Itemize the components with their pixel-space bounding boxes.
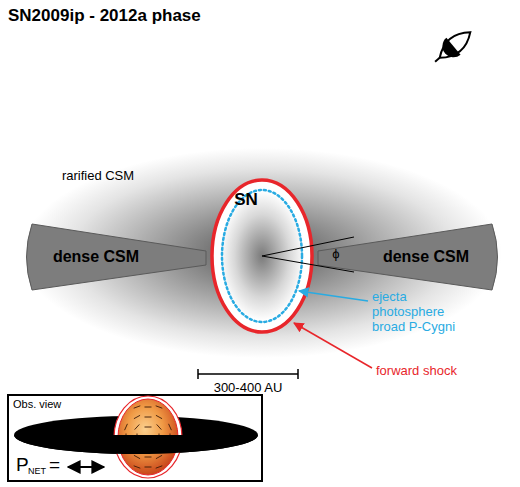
- drawing-part: [145, 417, 152, 418]
- observer-eye: [428, 24, 477, 70]
- observer-view-inset: Obs. view: [8, 395, 262, 481]
- drawing-part: [212, 180, 312, 332]
- drawing-part: [134, 415, 140, 418]
- photosphere-pointer: [299, 291, 368, 301]
- drawing-part: [145, 457, 152, 458]
- angle-symbol: ϕ: [332, 247, 339, 262]
- drawing-part: [156, 466, 163, 468]
- drawing-part: [169, 424, 172, 430]
- drawing-part: [156, 406, 163, 408]
- node-label: SN: [234, 190, 258, 210]
- drawing-part: [156, 455, 162, 458]
- polarization-arrow: [68, 466, 104, 468]
- scale-label: 300-400 AU: [214, 381, 283, 396]
- drawing-part: [145, 407, 152, 408]
- supernova-ejecta-outline: [210, 178, 314, 334]
- drawing-part: [438, 38, 461, 62]
- drawing-part: [27, 224, 207, 290]
- drawing-part: [222, 190, 302, 322]
- node-label: Obs. view: [13, 398, 61, 411]
- drawing-part: [14, 435, 258, 454]
- drawing-part: [134, 455, 140, 458]
- drawing-part: [318, 224, 498, 290]
- drawing-part: [135, 424, 140, 429]
- polarization-subscript: NET: [28, 466, 46, 476]
- drawing-part: [8, 395, 262, 481]
- equals-sign: =: [49, 454, 60, 476]
- forward-shock-label: forward shock: [376, 364, 457, 379]
- drawing-part: [435, 58, 440, 62]
- diagram-title: SN2009ip - 2012a phase: [8, 6, 201, 26]
- drawing-part: [134, 466, 141, 468]
- opening-angle-lines: [262, 237, 354, 272]
- drawing-part: [156, 415, 162, 418]
- dense-csm-wedge: dense CSM: [318, 222, 500, 292]
- node-label: dense CSM: [53, 248, 139, 266]
- drawing-part: [145, 467, 152, 468]
- drawing-part: [22, 148, 502, 358]
- scale-bar: [198, 369, 298, 379]
- node-label: dense CSM: [383, 248, 469, 266]
- drawing-part: [125, 424, 128, 430]
- supernova-ejecta: SN: [210, 178, 314, 334]
- photosphere-label: ejecta photosphere broad P-Cygni: [372, 290, 472, 335]
- forward-shock-pointer: [294, 323, 372, 368]
- drawing-part: [145, 427, 152, 428]
- dense-csm-wedge: dense CSM: [24, 222, 206, 292]
- drawing-part: [435, 26, 476, 64]
- drawing-part: [157, 424, 162, 429]
- drawing-part: [134, 406, 141, 408]
- node-label: rarified CSM: [62, 169, 134, 184]
- polarization-symbol: P: [16, 454, 29, 476]
